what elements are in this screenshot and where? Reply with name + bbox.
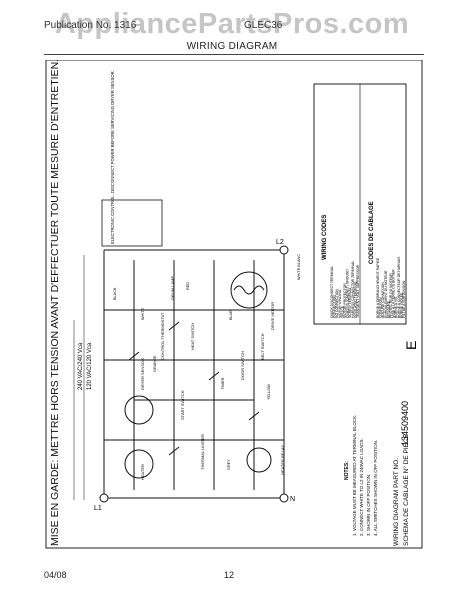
- component-label: DOOR SWITCH: [240, 351, 245, 380]
- note-entry: 2. CONNECT WHITE TO L2 IN 240VAC LOADS.: [359, 438, 364, 536]
- revision: E: [403, 341, 419, 350]
- switch-contacts: [128, 321, 260, 456]
- code-entry-en: CONNECTION: [333, 295, 337, 318]
- code-entry-fr: ENROULEMENT DU MOTEUR: [384, 270, 388, 318]
- wire-color-label: BLACK: [113, 287, 117, 300]
- component-label: DRIVE MOTOR: [270, 302, 275, 330]
- warning-fr: MISE EN GARDE: METTRE HORS TENSION AVANT…: [49, 60, 61, 546]
- component-label: HEATER RELAY: [280, 445, 285, 475]
- model-label: GLEC36: [244, 20, 283, 31]
- code-entry-fr: MISE A LA TERRE DU BOITIER: [392, 269, 396, 318]
- wire-color-label: WHITE: [141, 307, 145, 320]
- wire-color-label: YELLOW: [267, 384, 271, 400]
- schematic-note-box: [101, 199, 163, 247]
- code-entry-fr: FILTRE A SURTENSION: [402, 280, 406, 318]
- component-label: HEAT SWITCH: [190, 323, 195, 350]
- code-entry-en: HARNESS CONNECTOR TERMINAL: [351, 261, 355, 318]
- code-entry-fr: BORNE ISOLEE: [399, 292, 403, 318]
- code-entry-en: TRANSIENT VOLT SUPPRESSOR: [356, 264, 360, 318]
- notes-block: NOTES: 1. VOLTAGE MUST BE MEASURED AT TE…: [344, 415, 378, 536]
- part-no-label-fr: SCHEMA DE CABLAGE N° DE PIECE: [402, 433, 410, 546]
- wire-color-label: GREY: [227, 459, 231, 470]
- schematic-note: ELECTRONIC CONTROL. DISCONNECT POWER BEF…: [110, 70, 115, 244]
- l2-label: L2: [276, 239, 284, 246]
- notes-title: NOTES:: [344, 461, 350, 480]
- supply-240: 240 VAC/240 Vca: [78, 342, 84, 390]
- codes-fr-list: BORNE A DEBRANCHEMENT RAPIDECONNEXIONAUC…: [376, 256, 406, 318]
- code-entry-fr: CONNEXION: [379, 297, 383, 318]
- component-label: DRYER SENSOR: [140, 358, 145, 390]
- note-entry: 3. SHOWN IN OFF POSITION.: [366, 474, 371, 536]
- n-label: N: [290, 496, 295, 503]
- publication-label: Publication No. 1316: [44, 20, 137, 31]
- watermark: AppliancePartsPros.com: [54, 8, 410, 40]
- supply-120: 120 VAC/120 Vca: [87, 342, 93, 390]
- code-entry-en: NO CONNECTION: [335, 289, 339, 318]
- heater-element: [124, 395, 272, 479]
- supply-labels: 240 VAC/240 Vca 120 VAC/120 Vca: [73, 255, 93, 500]
- part-no: 134509400: [400, 401, 410, 446]
- component-label: HEATER: [140, 464, 145, 480]
- notes-list: 1. VOLTAGE MUST BE MEASURED AT TERMINAL …: [352, 415, 378, 536]
- code-entry-en: CHASSIS (CABINET) GROUND: [346, 269, 350, 318]
- code-entry-en: SCREW TERMINAL: [348, 287, 352, 318]
- wire-color-label: WHITE BLANC: [297, 254, 301, 280]
- code-entry-fr: AUCUNE CONNEXION: [381, 282, 385, 318]
- wiring-codes-legend: WIRING CODES CODES DE CABLAGE QUICK DISC…: [313, 83, 407, 325]
- wiring-diagram: MISE EN GARDE: METTRE HORS TENSION AVANT…: [44, 59, 424, 550]
- drive-motor: [230, 271, 268, 309]
- code-entry-fr: EPISSURE: [386, 300, 390, 318]
- code-entry-fr: BORNE A CONNECTEUR DE HARNAIS: [397, 256, 401, 318]
- note-entry: 4. ALL SWITCHES SHOWN IN OFF POSITION.: [373, 440, 378, 536]
- code-entry-en: QUICK DISCONNECT TERMINAL: [330, 266, 334, 318]
- page-title: WIRING DIAGRAM: [186, 41, 278, 52]
- code-entry-fr: BORNE A VIS: [394, 296, 398, 318]
- part-no-label-en: WIRING DIAGRAM PART NO.: [393, 458, 400, 546]
- component-label: CONTROL THERMOSTAT: [160, 312, 165, 360]
- code-entry-en: MOTOR PROTECTOR: [343, 283, 347, 318]
- code-entry-en: SPLICE: [340, 305, 344, 318]
- component-label: BELT SWITCH: [260, 333, 265, 360]
- component-label: TIMER: [220, 377, 225, 390]
- power-rails: [103, 249, 285, 499]
- wire-color-label: ORANGE: [153, 355, 157, 372]
- codes-title-fr: CODES DE CABLAGE: [369, 201, 375, 264]
- footer-date: 04/08: [44, 570, 67, 580]
- code-entry-fr: PROTECTEUR DU MOTEUR: [389, 273, 393, 318]
- wire-color-labels: BLACK WHITE RED BLUE YELLOW ORANGE GREY WHITE B…: [113, 254, 301, 470]
- component-labels: DRYER SENSOR CONTROL THERMOSTAT HEAT SWITC…: [140, 276, 285, 480]
- note-entry: 1. VOLTAGE MUST BE MEASURED AT TERMINAL …: [352, 415, 357, 536]
- code-entry-en: INSULATED TERMINAL: [353, 281, 357, 318]
- code-entry-en: MOTOR WINDING: [338, 289, 342, 318]
- wire-color-label: BLUE: [229, 310, 233, 320]
- header-rule: [44, 54, 424, 55]
- component-label: START SWITCH: [180, 390, 185, 420]
- codes-title-en: WIRING CODES: [322, 215, 328, 260]
- component-label: DRUM LAMP: [170, 276, 175, 300]
- l1-label: L1: [94, 505, 102, 512]
- wire-color-label: RED: [186, 282, 190, 290]
- code-entry-fr: BORNE A DEBRANCHEMENT RAPIDE: [376, 257, 380, 318]
- footer-page-number: 12: [224, 570, 235, 580]
- component-label: THERMAL LIMITER: [200, 434, 205, 470]
